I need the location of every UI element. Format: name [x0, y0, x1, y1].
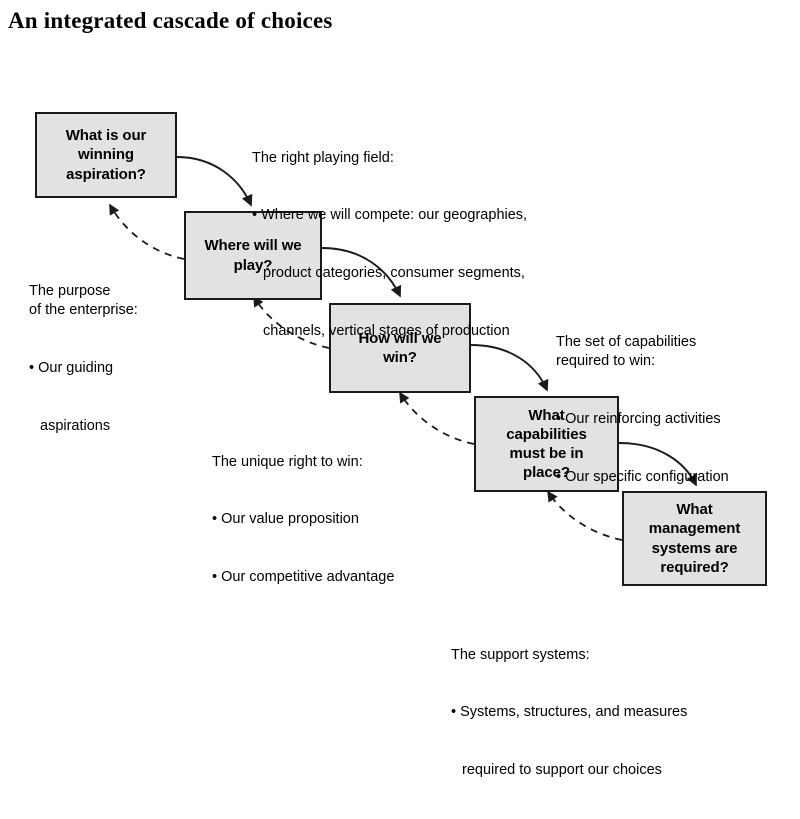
annotation-right-playing-field: The right playing field: • Where we will…	[252, 110, 527, 380]
annotation-bullet: • Our value proposition	[212, 511, 359, 528]
annotation-bullet-cont: channels, vertical stages of production	[263, 323, 510, 340]
node-management-systems[interactable]: What management systems are required?	[622, 491, 767, 586]
annotation-bullet: • Where we will compete: our geographies…	[252, 207, 528, 224]
annotation-bullet: • Our guiding	[29, 359, 114, 376]
annotation-set-of-capabilities: The set of capabilities required to win:…	[556, 294, 729, 525]
annotation-bullet-cont: aspirations	[40, 417, 111, 434]
annotation-heading: The right playing field:	[252, 149, 394, 166]
arrow-aspiration-to-play	[176, 156, 253, 207]
annotation-purpose-of-enterprise: The purpose of the enterprise: • Our gui…	[29, 243, 138, 474]
node-where-to-play[interactable]: Where will we play?	[184, 211, 322, 300]
annotation-heading: The unique right to win:	[212, 453, 363, 470]
annotation-heading: The purpose of the enterprise:	[29, 282, 138, 318]
annotation-bullet: • Our specific configuration	[556, 468, 729, 485]
annotation-unique-right-to-win: The unique right to win: • Our value pro…	[212, 414, 394, 626]
feedback-arrow-capabilities-to-win	[399, 391, 475, 445]
cascade-diagram: What is our winning aspiration? Where wi…	[29, 110, 767, 778]
page-title: An integrated cascade of choices	[8, 8, 333, 33]
annotation-bullet: • Our reinforcing activities	[556, 410, 721, 427]
annotation-support-systems: The support systems: • Systems, structur…	[451, 607, 687, 819]
annotation-bullet: • Systems, structures, and measures	[451, 704, 688, 721]
annotation-heading: The support systems:	[451, 646, 590, 663]
annotation-bullet: • Our competitive advantage	[212, 569, 395, 586]
annotation-heading: The set of capabilities required to win:	[556, 333, 697, 369]
node-winning-aspiration[interactable]: What is our winning aspiration?	[35, 112, 177, 198]
annotation-bullet-cont: required to support our choices	[462, 762, 662, 779]
annotation-bullet-cont: product categories, consumer segments,	[263, 265, 525, 282]
node-capabilities[interactable]: What capabilities must be in place?	[474, 396, 619, 492]
node-how-to-win[interactable]: How will we win?	[329, 303, 471, 393]
